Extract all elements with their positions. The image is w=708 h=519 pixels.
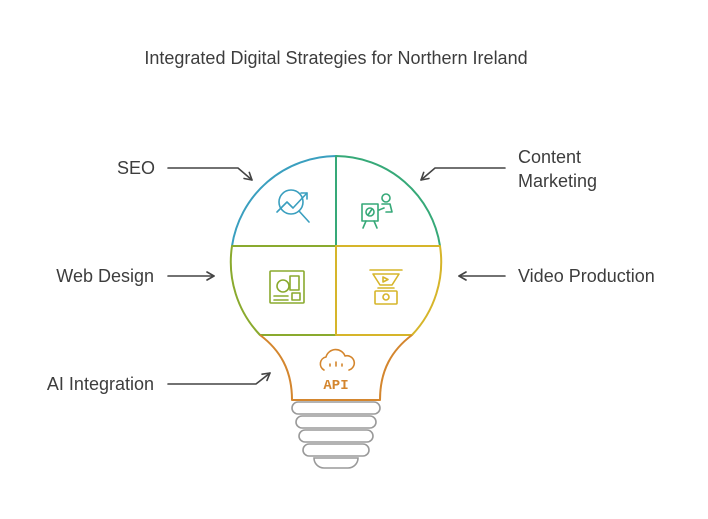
label-content-marketing: Content Marketing <box>518 145 597 193</box>
label-seo: SEO <box>105 156 155 180</box>
arrow-ai-integration <box>167 372 271 385</box>
label-content-marketing-line1: Content <box>518 147 582 167</box>
arrow-content-marketing <box>420 167 506 181</box>
segment-video-production <box>335 245 443 336</box>
video-projector-icon <box>369 269 403 305</box>
cloud-api-icon <box>319 348 356 371</box>
label-video-production: Video Production <box>518 264 655 288</box>
diagram-title: Integrated Digital Strategies for Northe… <box>144 48 528 68</box>
label-web-design-text: Web Design <box>56 266 154 286</box>
api-icon-text: API <box>323 378 348 394</box>
label-video-production-text: Video Production <box>518 266 655 286</box>
label-web-design: Web Design <box>40 264 154 288</box>
segment-ai-integration <box>259 334 413 401</box>
presenter-easel-icon <box>361 193 393 229</box>
segment-content-marketing <box>335 155 441 247</box>
arrow-seo <box>167 167 253 181</box>
chart-magnifier-icon <box>276 189 310 223</box>
segment-web-design <box>229 245 337 336</box>
bulb-base <box>291 401 381 469</box>
web-layout-icon <box>269 270 305 304</box>
label-content-marketing-line2: Marketing <box>518 171 598 191</box>
label-ai-integration: AI Integration <box>20 372 154 396</box>
segment-seo <box>231 155 337 247</box>
label-seo-text: SEO <box>116 158 155 178</box>
label-ai-integration-text: AI Integration <box>46 374 154 394</box>
